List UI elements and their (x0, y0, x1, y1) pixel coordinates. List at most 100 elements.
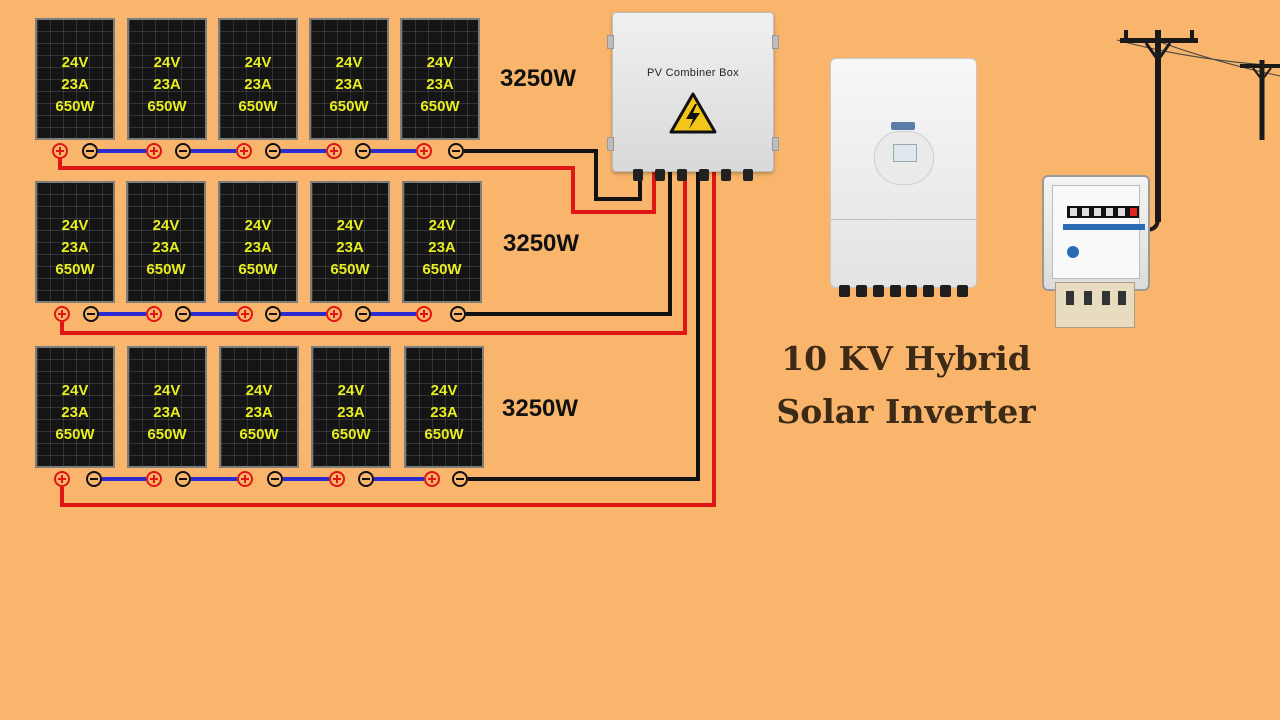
panel-power: 650W (422, 261, 462, 278)
panel-voltage: 24V (152, 217, 180, 234)
panel-power: 650W (239, 426, 279, 443)
panel-voltage: 24V (61, 382, 89, 399)
negative-terminal-icon (265, 143, 281, 159)
panel-current: 23A (153, 404, 181, 421)
positive-terminal-icon (146, 143, 162, 159)
panel-power: 650W (331, 426, 371, 443)
negative-terminal-icon (452, 471, 468, 487)
negative-terminal-icon (450, 306, 466, 322)
row-total-power: 3250W (503, 230, 580, 257)
panel-power: 650W (55, 426, 95, 443)
panel-voltage: 24V (153, 54, 181, 71)
positive-terminal-icon (52, 143, 68, 159)
panel-current: 23A (244, 239, 272, 256)
solar-panel: 24V 23A 650W (404, 346, 484, 468)
panel-current: 23A (428, 239, 456, 256)
solar-panel: 24V 23A 650W (219, 346, 299, 468)
panel-power: 650W (55, 98, 95, 115)
negative-terminal-icon (86, 471, 102, 487)
positive-terminal-icon (236, 143, 252, 159)
panel-current: 23A (244, 76, 272, 93)
combiner-box-label: PV Combiner Box (647, 67, 739, 79)
series-jumpers (98, 149, 424, 481)
positive-terminal-icon (424, 471, 440, 487)
panel-power: 650W (147, 98, 187, 115)
negative-terminal-icon (358, 471, 374, 487)
row-total-power: 3250W (500, 65, 577, 92)
panel-current: 23A (426, 76, 454, 93)
utility-pole-icon (1116, 30, 1280, 232)
positive-wires (58, 159, 716, 507)
solar-panel: 24V 23A 650W (309, 18, 389, 140)
pv-combiner-box: PV Combiner Box (607, 12, 779, 181)
negative-terminal-icon (175, 143, 191, 159)
panel-voltage: 24V (61, 217, 89, 234)
solar-panel: 24V 23A 650W (310, 181, 390, 303)
panel-current: 23A (336, 239, 364, 256)
inverter-title-line2: Solar Inverter (776, 392, 1036, 431)
meter-reading (1067, 206, 1139, 218)
inverter-title: 10 KV Hybrid Solar Inverter (770, 332, 1042, 438)
negative-terminal-icon (265, 306, 281, 322)
inverter-display (874, 131, 934, 185)
high-voltage-warning-icon (669, 92, 717, 134)
panel-current: 23A (152, 239, 180, 256)
panel-power: 650W (238, 261, 278, 278)
panel-power: 650W (424, 426, 464, 443)
energy-meter-icon (1042, 175, 1150, 291)
panel-voltage: 24V (426, 54, 454, 71)
row-total-power: 3250W (502, 395, 579, 422)
positive-terminal-icon (237, 306, 253, 322)
negative-terminal-icon (82, 143, 98, 159)
panel-current: 23A (245, 404, 273, 421)
solar-panel: 24V 23A 650W (35, 346, 115, 468)
positive-terminal-icon (326, 306, 342, 322)
solar-panel: 24V 23A 650W (35, 181, 115, 303)
panel-current: 23A (61, 239, 89, 256)
panel-voltage: 24V (430, 382, 458, 399)
panel-current: 23A (337, 404, 365, 421)
positive-terminal-icon (237, 471, 253, 487)
negative-terminal-icon (83, 306, 99, 322)
panel-voltage: 24V (336, 217, 364, 234)
panel-current: 23A (335, 76, 363, 93)
meter-terminal-base (1055, 282, 1135, 328)
solar-panel: 24V 23A 650W (311, 346, 391, 468)
panel-power: 650W (147, 426, 187, 443)
solar-panel: 24V 23A 650W (400, 18, 480, 140)
inverter-brand-badge (891, 122, 915, 130)
panel-power: 650W (238, 98, 278, 115)
positive-terminal-icon (146, 471, 162, 487)
inverter-title-line1: 10 KV Hybrid (781, 339, 1031, 378)
negative-terminal-icon (355, 143, 371, 159)
negative-terminal-icon (175, 306, 191, 322)
hybrid-inverter (830, 58, 977, 297)
panel-power: 650W (330, 261, 370, 278)
panel-voltage: 24V (245, 382, 273, 399)
panel-current: 23A (153, 76, 181, 93)
negative-wires (464, 149, 700, 481)
panel-power: 650W (146, 261, 186, 278)
panel-voltage: 24V (337, 382, 365, 399)
solar-panel: 24V 23A 650W (218, 18, 298, 140)
positive-terminal-icon (326, 143, 342, 159)
negative-terminal-icon (448, 143, 464, 159)
panel-power: 650W (55, 261, 95, 278)
panel-power: 650W (420, 98, 460, 115)
positive-terminal-icon (416, 143, 432, 159)
solar-panel: 24V 23A 650W (126, 181, 206, 303)
panel-voltage: 24V (335, 54, 363, 71)
panel-voltage: 24V (244, 54, 272, 71)
positive-terminal-icon (54, 471, 70, 487)
panel-current: 23A (61, 404, 89, 421)
panel-current: 23A (430, 404, 458, 421)
positive-terminal-icon (329, 471, 345, 487)
negative-terminal-icon (175, 471, 191, 487)
panel-power: 650W (329, 98, 369, 115)
positive-terminal-icon (54, 306, 70, 322)
negative-terminal-icon (355, 306, 371, 322)
solar-panel: 24V 23A 650W (127, 18, 207, 140)
